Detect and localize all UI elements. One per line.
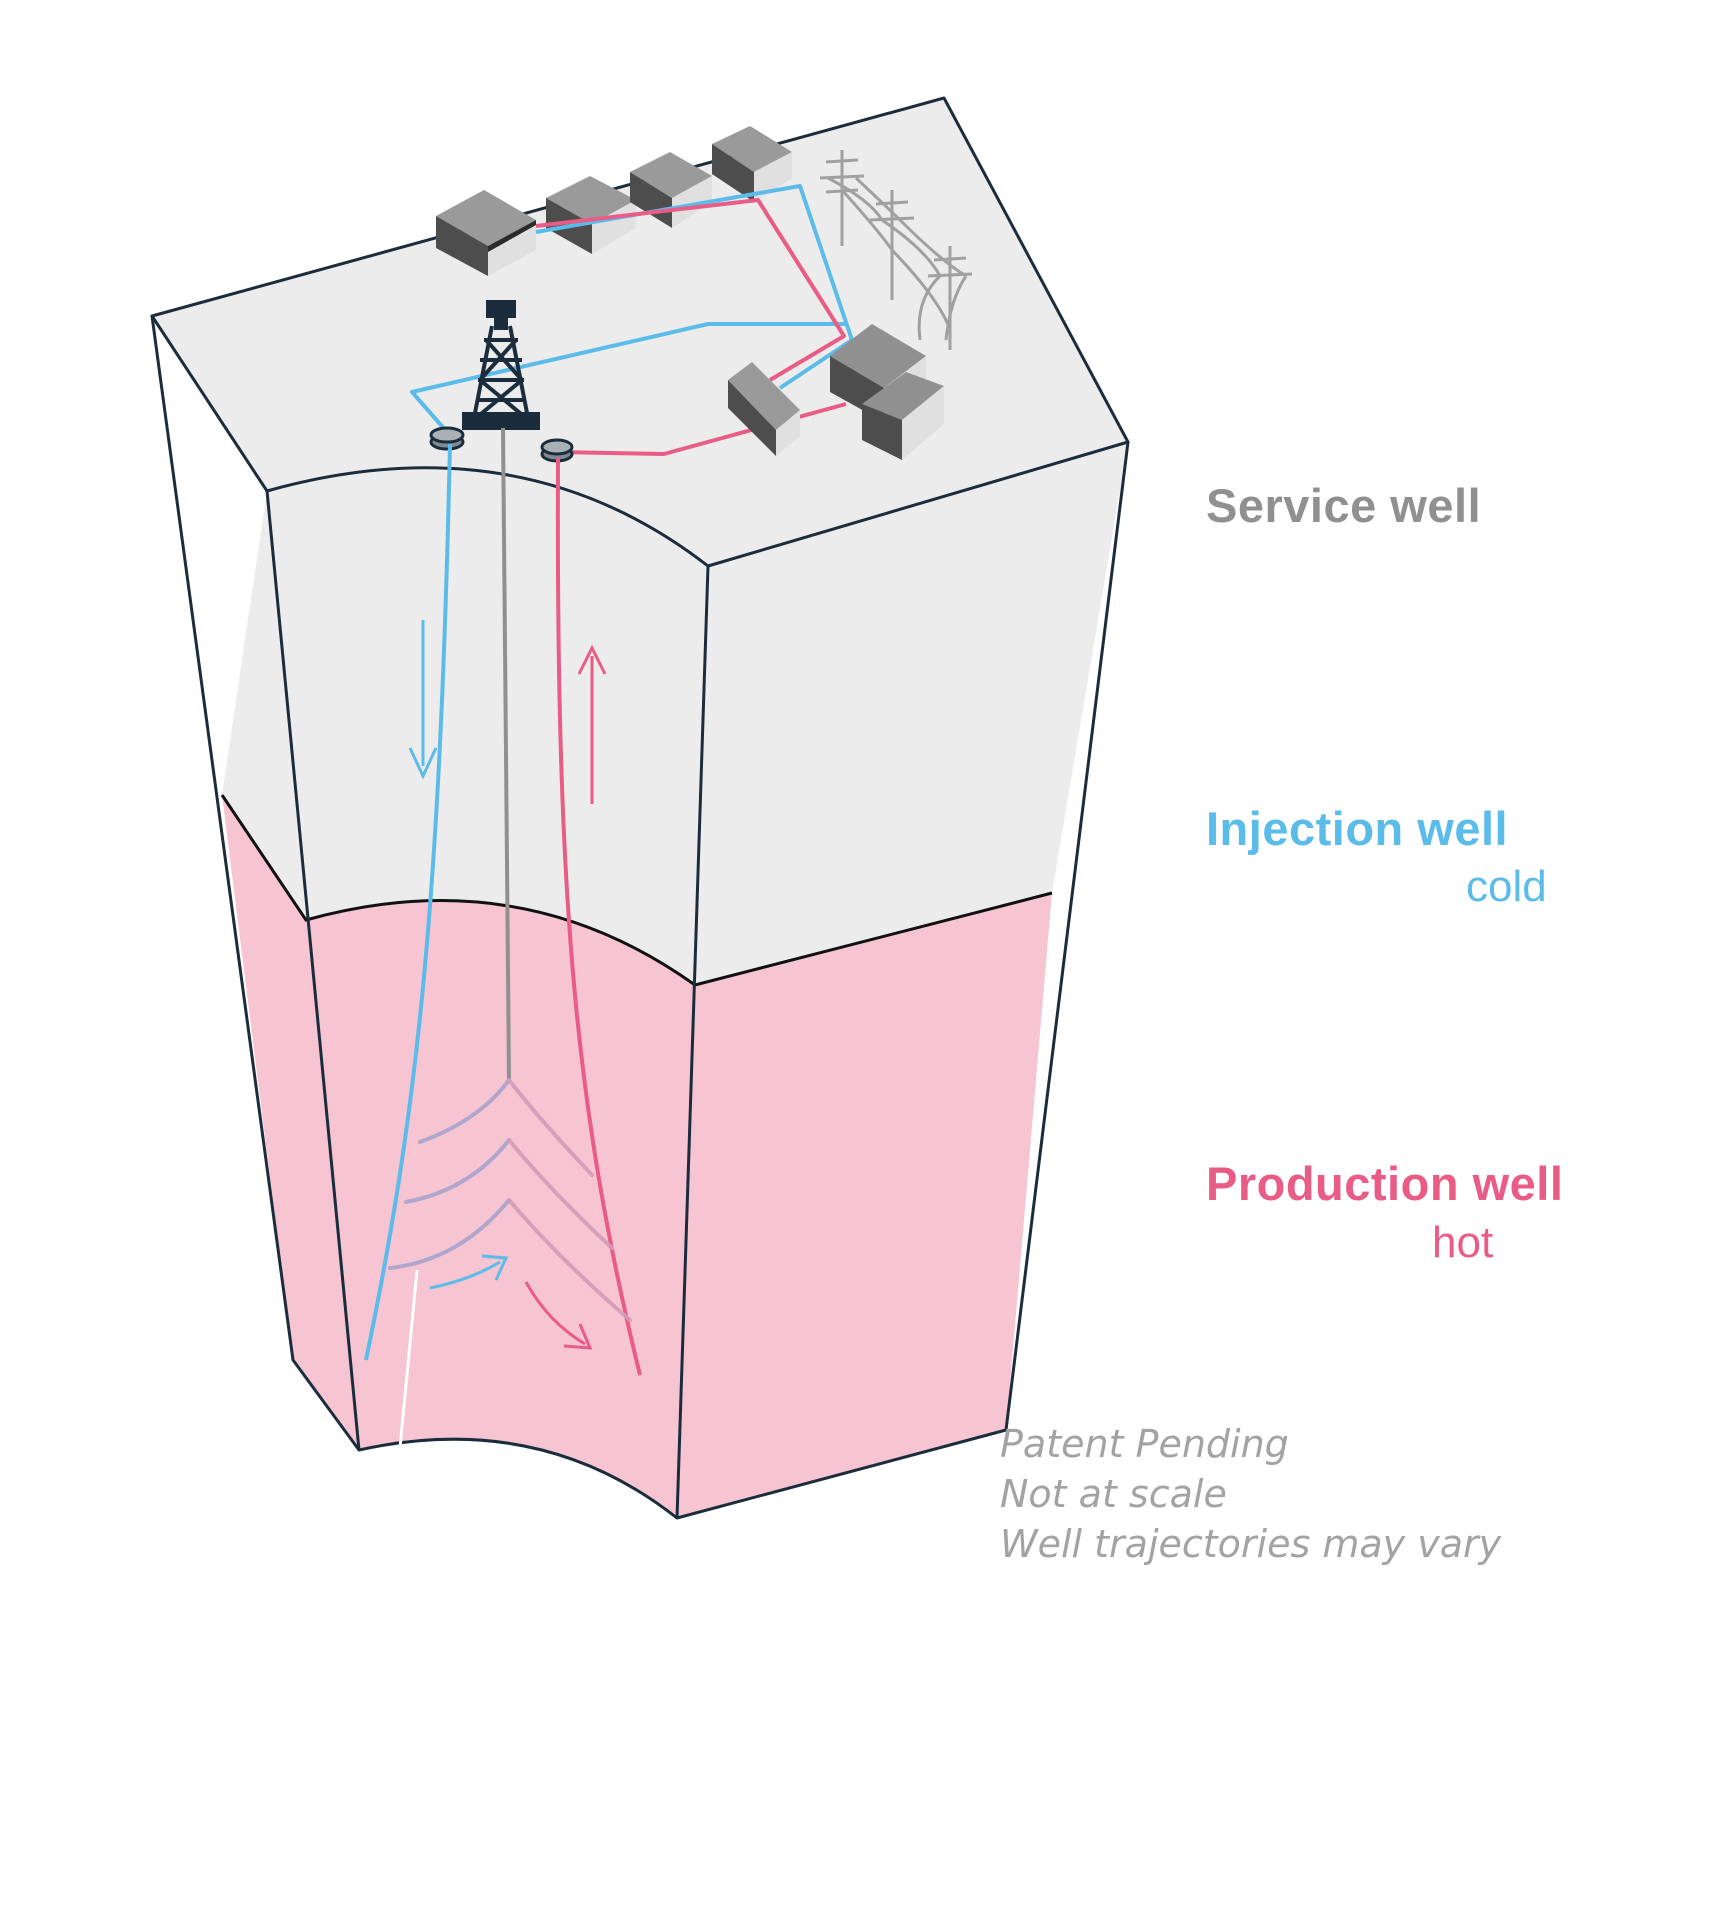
wellhead-icon: [540, 438, 574, 463]
injection-well-path: [364, 443, 452, 1361]
hot-return-pipe: [535, 198, 846, 382]
production-well-path: [555, 457, 642, 1376]
injection-well-sublabel: cold: [1466, 862, 1547, 911]
power-pylon-icon: [819, 150, 973, 350]
plant-building-icon: [862, 372, 944, 460]
injection-well-label: Injection well: [1206, 802, 1509, 855]
flow-arrow-icon: [577, 644, 607, 804]
flow-arrow-icon: [429, 1254, 509, 1290]
block-outline: [150, 96, 1130, 1520]
flow-arrow-icon: [524, 1281, 593, 1350]
wellhead-icon: [429, 426, 465, 451]
service-well-label: Service well: [1206, 479, 1482, 532]
guide-line: [398, 1269, 419, 1449]
drilling-rig-icon: [462, 300, 540, 430]
house-icon: [436, 190, 536, 276]
service-well-path: [501, 427, 511, 1081]
note-not-at-scale: Not at scale: [1000, 1472, 1227, 1516]
note-patent-pending: Patent Pending: [1000, 1422, 1289, 1466]
house-icon: [712, 126, 792, 202]
cold-surface-pipe: [410, 322, 846, 434]
hot-layer-right: [677, 893, 1052, 1518]
lateral-wells: [388, 1078, 632, 1322]
layer-boundary: [220, 794, 1053, 987]
production-well-label: Production well: [1206, 1157, 1564, 1210]
note-trajectories: Well trajectories may vary: [1000, 1522, 1502, 1566]
cold-layer-front: [222, 467, 708, 985]
plant-building-icon: [728, 362, 800, 456]
production-well-sublabel: hot: [1432, 1218, 1494, 1267]
flow-arrow-icon: [408, 620, 438, 780]
house-icon: [630, 152, 712, 228]
cold-layer-right: [695, 442, 1128, 985]
